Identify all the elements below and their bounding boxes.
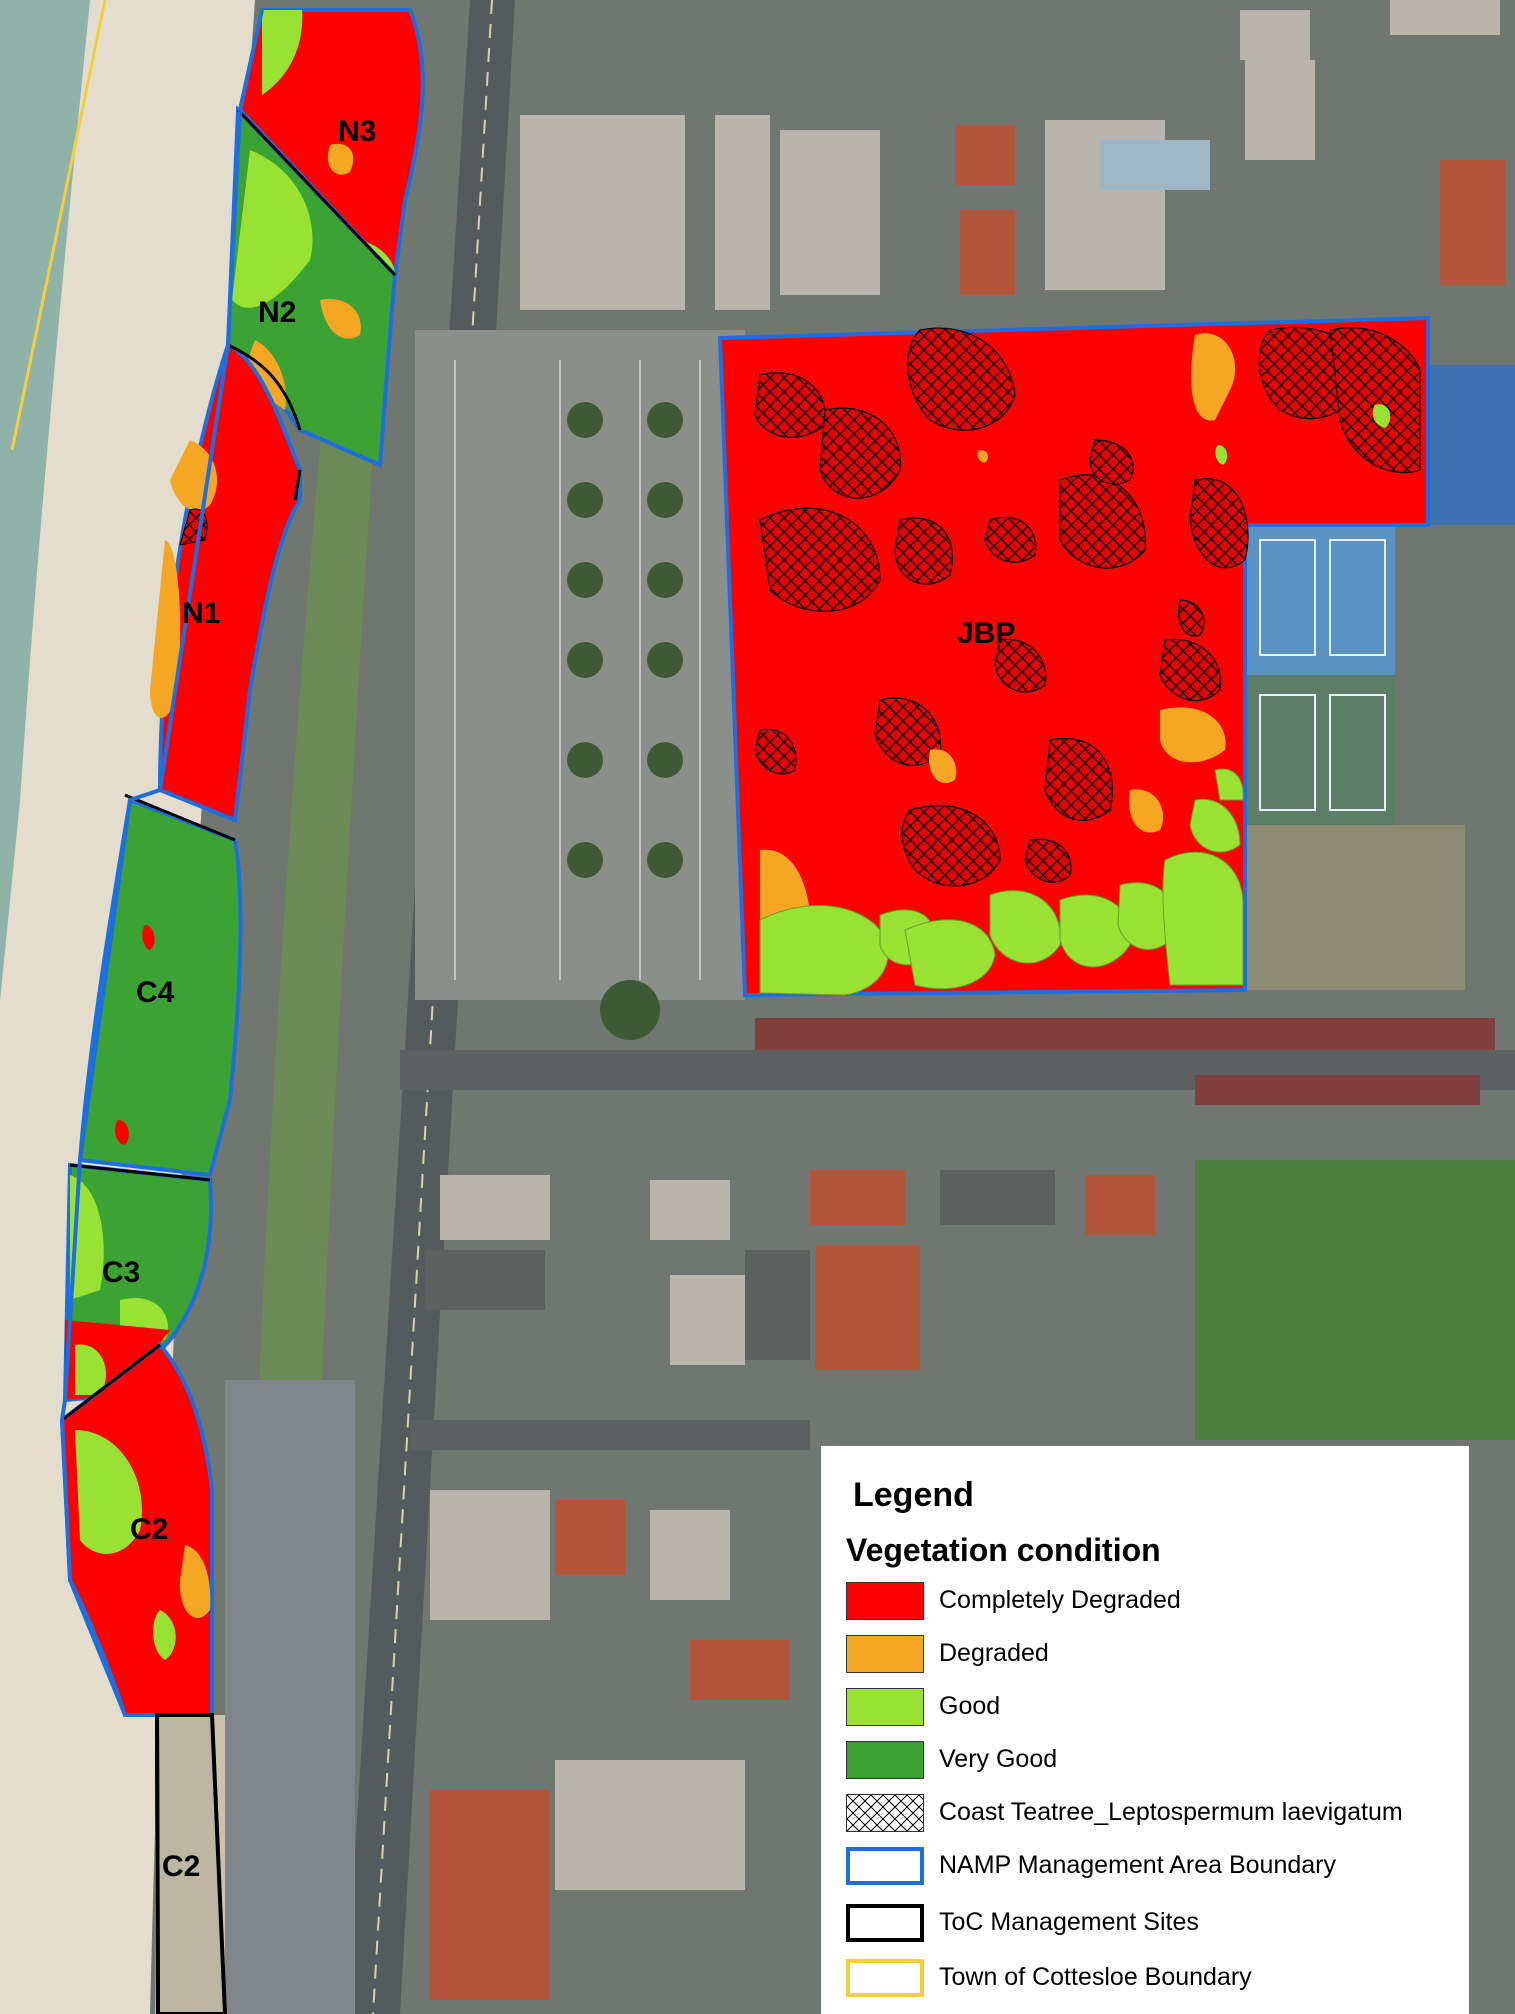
map-label-jbp: JBP [957,617,1016,650]
swatch-degraded [846,1635,924,1673]
legend-item-namp-boundary: NAMP Management Area Boundary [846,1847,1466,1893]
swatch-good [846,1688,924,1726]
legend-label: ToC Management Sites [939,1908,1199,1936]
legend-item-cottesloe-boundary: Town of Cottesloe Boundary [846,1959,1466,2005]
legend-label: NAMP Management Area Boundary [939,1851,1336,1879]
map-label-c2-upper: C2 [130,1513,169,1546]
map-label-c4: C4 [136,976,175,1009]
legend-item-good: Good [846,1688,1466,1734]
legend-title: Legend [853,1476,974,1514]
swatch-toc-sites [846,1904,924,1942]
legend-label: Good [939,1692,1001,1720]
legend-item-degraded: Degraded [846,1635,1466,1681]
legend-label: Coast Teatree_Leptospermum laevigatum [939,1798,1403,1826]
map-label-c2-lower: C2 [162,1850,201,1883]
map-label-n3: N3 [338,115,377,148]
map-legend: Legend Vegetation condition Completely D… [821,1446,1469,2014]
legend-item-completely-degraded: Completely Degraded [846,1582,1466,1628]
legend-item-very-good: Very Good [846,1741,1466,1787]
map-label-c3: C3 [102,1256,141,1289]
map-label-n2: N2 [258,296,297,329]
legend-label: Completely Degraded [939,1586,1181,1614]
swatch-namp-boundary [846,1847,924,1885]
swatch-crosshatch [846,1794,924,1832]
legend-subtitle: Vegetation condition [846,1532,1161,1568]
legend-item-toc-sites: ToC Management Sites [846,1904,1466,1950]
swatch-completely-degraded [846,1582,924,1620]
legend-item-coast-teatree: Coast Teatree_Leptospermum laevigatum [846,1794,1466,1840]
legend-label: Degraded [939,1639,1049,1667]
legend-label: Town of Cottesloe Boundary [939,1963,1252,1991]
area-n3-polygon [237,8,425,280]
legend-label: Very Good [939,1745,1058,1773]
swatch-cottesloe-boundary [846,1959,924,1997]
swatch-very-good [846,1741,924,1779]
map-label-n1: N1 [182,597,221,630]
